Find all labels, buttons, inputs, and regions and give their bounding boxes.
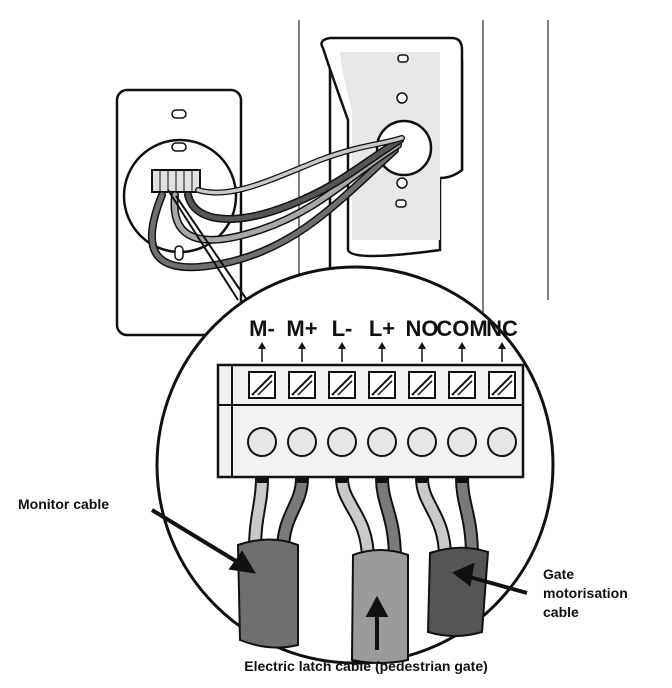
- terminal-com-arrow: [458, 342, 466, 362]
- terminal-label-no: NO: [406, 316, 439, 341]
- wire-tip-l-minus: [337, 477, 347, 483]
- gate-cable-label-line1: Gate: [543, 566, 574, 582]
- wire-no: [417, 477, 450, 558]
- cable-sleeves: [236, 538, 490, 664]
- wire-tip-no: [417, 477, 427, 483]
- terminal-label-m-plus: M+: [286, 316, 317, 341]
- gate-cable-label-line3: cable: [543, 604, 579, 620]
- terminal-com-clamp: [448, 371, 476, 399]
- terminal-label-nc: NC: [486, 316, 518, 341]
- terminal-label-l-plus: L+: [369, 316, 395, 341]
- terminal-m-minus-arrow: [258, 342, 266, 362]
- terminal-screws: [247, 371, 517, 457]
- wire-tip-l-plus: [377, 477, 387, 483]
- terminal-l-minus-arrow: [338, 342, 346, 362]
- latch-cable-label: Electric latch cable (pedestrian gate): [244, 658, 488, 674]
- terminal-label-m-minus: M-: [249, 316, 275, 341]
- terminal-no-clamp: [408, 371, 436, 399]
- terminal-m-minus-screw: [247, 427, 277, 457]
- cable-bundle: [147, 135, 405, 272]
- terminal-m-plus-arrow: [298, 342, 306, 362]
- wire-com: [457, 477, 477, 558]
- gate-cable-sleeve: [426, 546, 490, 637]
- terminal-m-plus-screw: [287, 427, 317, 457]
- terminal-nc-arrow: [498, 342, 506, 362]
- terminal-l-minus-screw: [327, 427, 357, 457]
- wire-tip-com: [457, 477, 467, 483]
- monitor-cable-sleeve: [236, 538, 299, 649]
- terminal-l-plus-screw: [367, 427, 397, 457]
- terminal-arrows: [258, 342, 506, 362]
- terminal-m-plus-clamp: [288, 371, 316, 399]
- terminal-nc-screw: [487, 427, 517, 457]
- monitor-cable-label: Monitor cable: [18, 496, 109, 512]
- terminal-l-plus-clamp: [368, 371, 396, 399]
- terminal-no-arrow: [418, 342, 426, 362]
- wire-l-minus: [337, 477, 373, 561]
- wire-tip-m-minus: [257, 477, 267, 483]
- callout-arrows: [150, 508, 528, 650]
- terminal-l-plus-arrow: [378, 342, 386, 362]
- terminal-label-com: COM: [436, 316, 487, 341]
- terminal-m-minus-clamp: [248, 371, 276, 399]
- zoom-leaders: [167, 189, 248, 301]
- terminal-label-l-minus: L-: [332, 316, 353, 341]
- gate-cable-label-line2: motorisation: [543, 585, 628, 601]
- terminal-no-screw: [407, 427, 437, 457]
- terminal-com-screw: [447, 427, 477, 457]
- terminal-l-minus-clamp: [328, 371, 356, 399]
- wire-tip-m-plus: [297, 477, 307, 483]
- wire-l-plus: [377, 477, 400, 561]
- terminal-nc-clamp: [488, 371, 516, 399]
